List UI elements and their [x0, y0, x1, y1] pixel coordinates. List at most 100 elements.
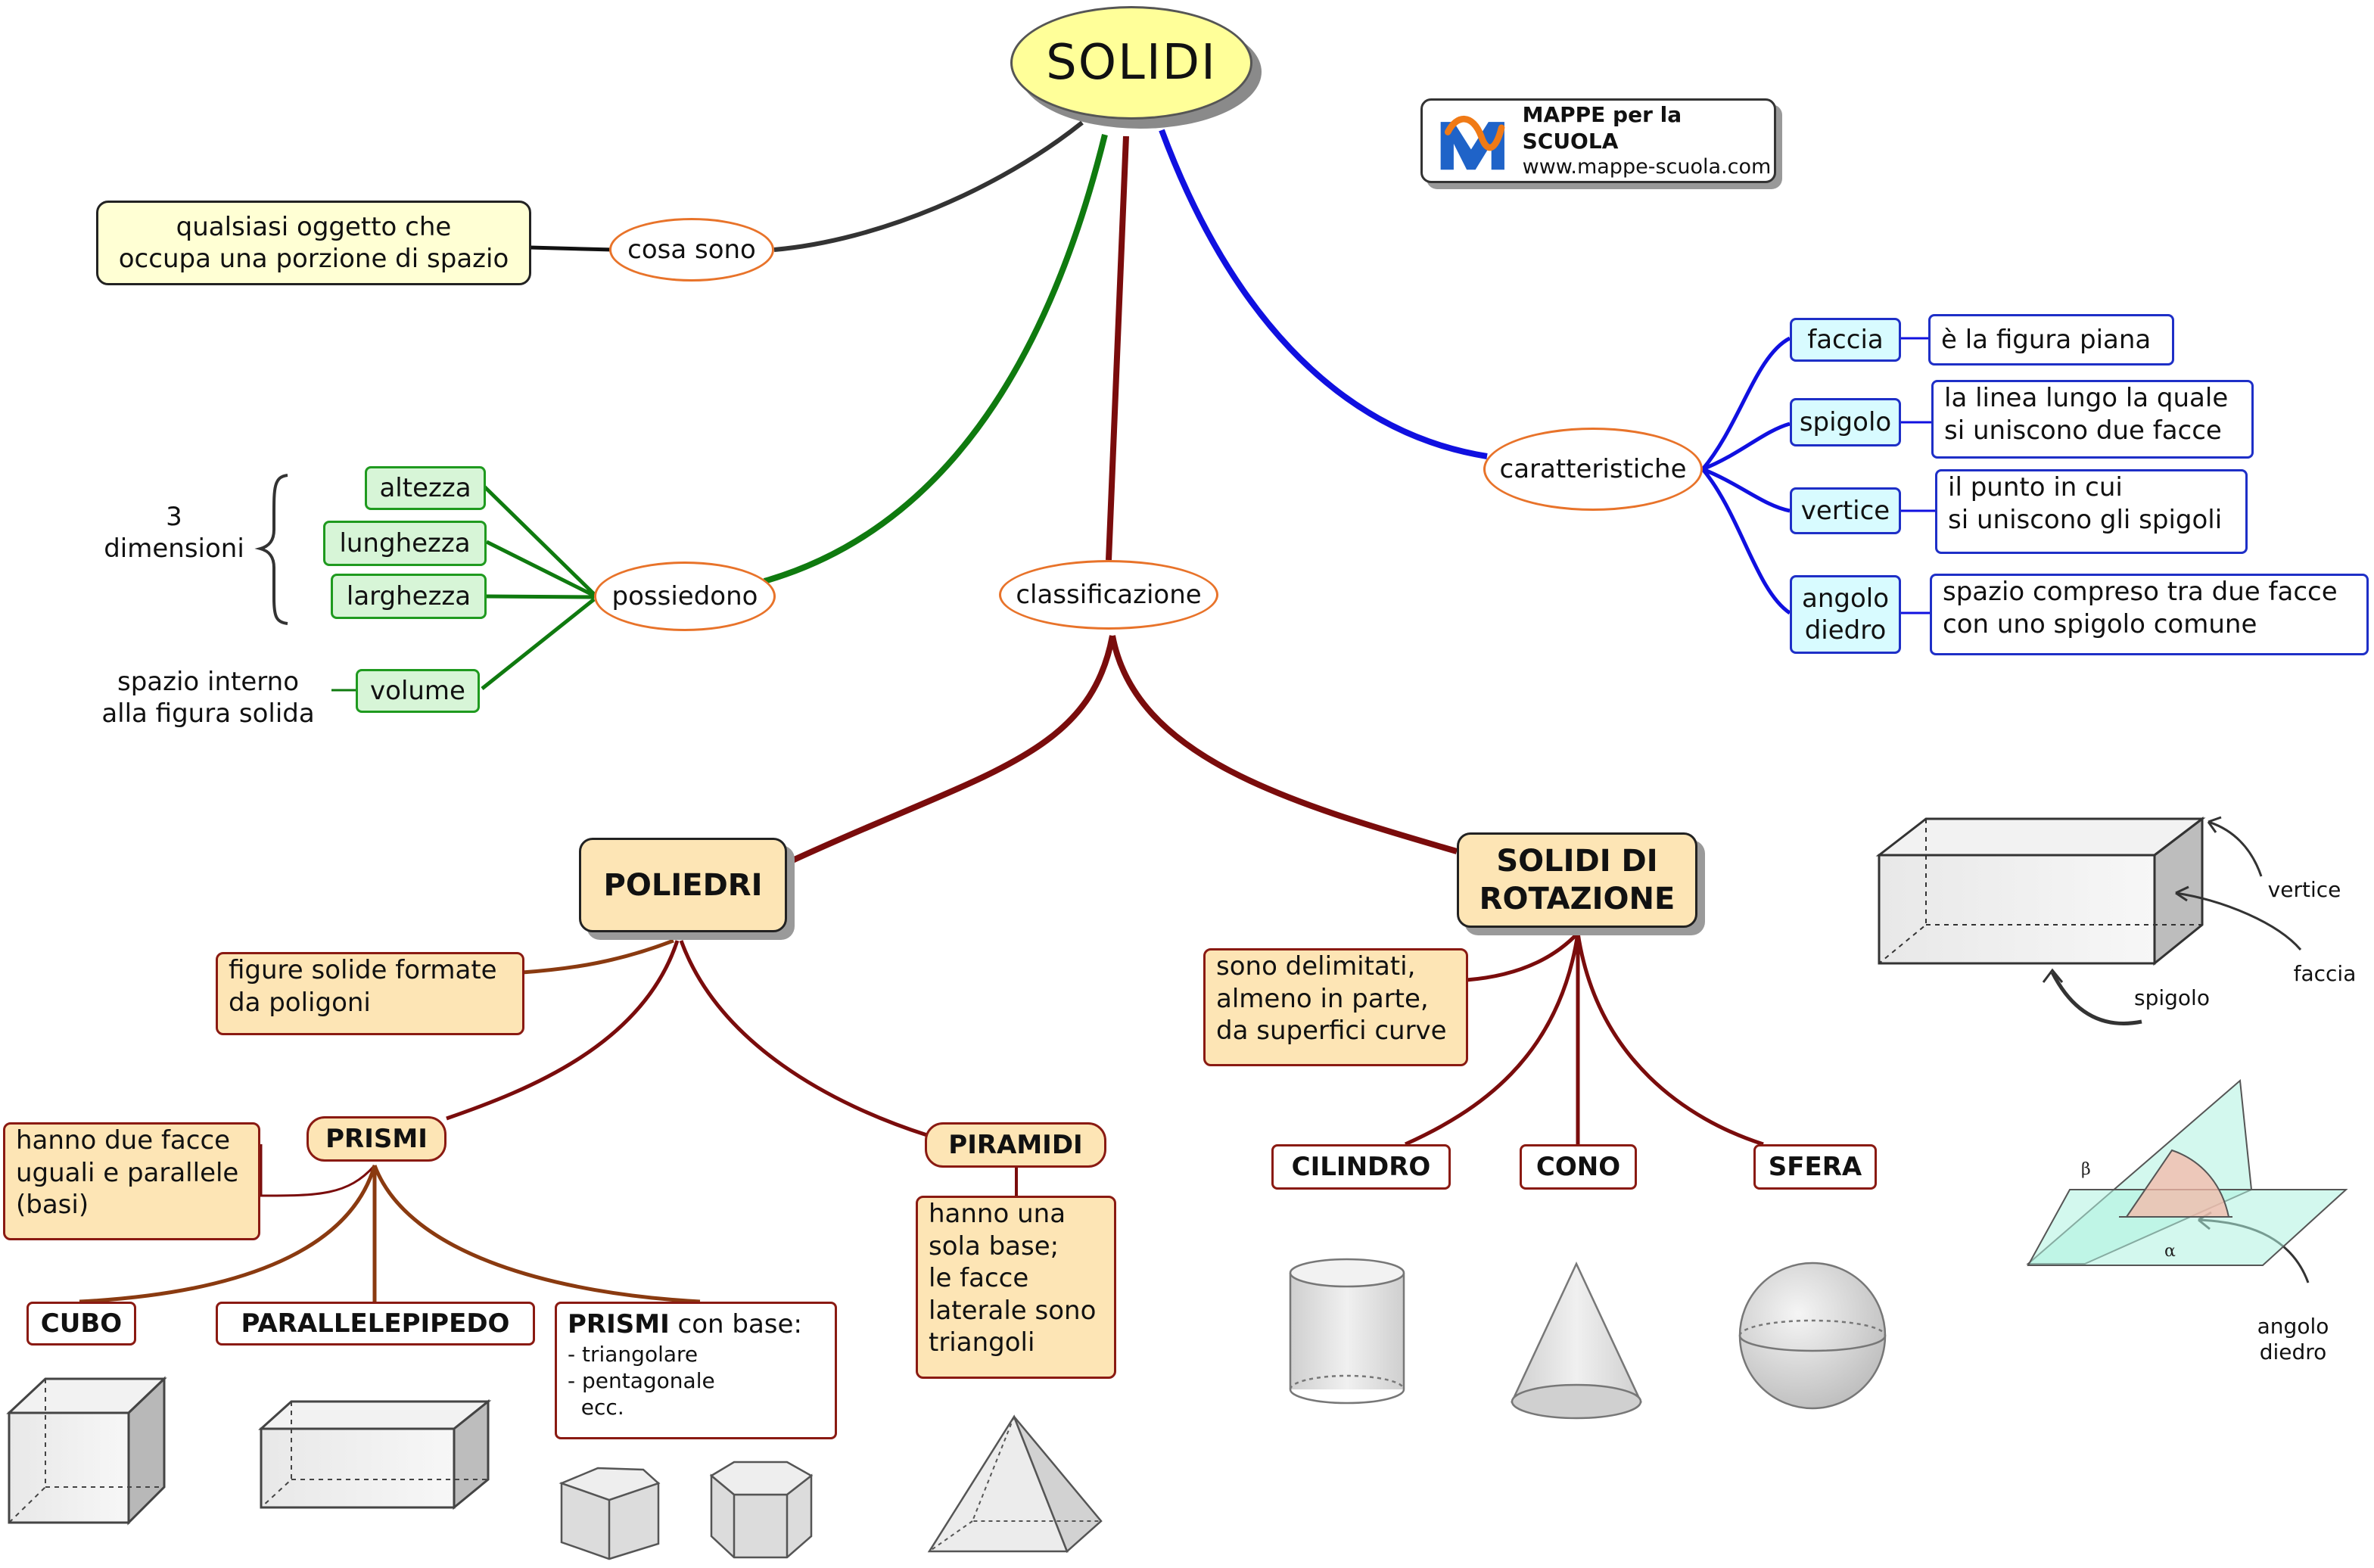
volume-note: spazio interno alla figura solida	[87, 661, 329, 734]
spigolo-desc[interactable]: la linea lungo la quale si uniscono due …	[1931, 380, 2254, 459]
volume-label: volume	[370, 675, 465, 706]
definition-line-1: qualsiasi oggetto che	[176, 211, 452, 242]
labelled-box-drawing	[1875, 816, 2206, 966]
volume-node[interactable]: volume	[356, 669, 480, 713]
volume-note-line-2: alla figura solida	[101, 698, 315, 729]
piramidi-desc[interactable]: hanno una sola base; le facce laterale s…	[916, 1196, 1116, 1379]
angolo-term-line-1: angolo	[1801, 583, 1889, 614]
cubo-node[interactable]: CUBO	[26, 1302, 136, 1346]
vertice-term[interactable]: vertice	[1790, 487, 1901, 534]
prismi-desc[interactable]: hanno due facce uguali e parallele (basi…	[3, 1122, 260, 1240]
sfera-node[interactable]: SFERA	[1753, 1144, 1877, 1190]
classificazione-node[interactable]: classificazione	[999, 560, 1218, 630]
prismi-con-base-node[interactable]: PRISMI con base: - triangolare - pentago…	[555, 1302, 837, 1439]
base-item-ecc: ecc.	[568, 1394, 624, 1420]
vertice-annotation-text: vertice	[2267, 876, 2341, 902]
rotazione-desc[interactable]: sono delimitati, almeno in parte, da sup…	[1203, 948, 1468, 1066]
poliedri-desc[interactable]: figure solide formate da poligoni	[216, 952, 524, 1035]
sphere-drawing	[1738, 1262, 1887, 1410]
root-title: SOLIDI	[1046, 35, 1217, 91]
rotazione-node[interactable]: SOLIDI DI ROTAZIONE	[1457, 832, 1697, 928]
prismi-label: PRISMI	[325, 1123, 428, 1154]
faccia-annotation-text: faccia	[2293, 960, 2357, 986]
piramidi-node[interactable]: PIRAMIDI	[925, 1122, 1106, 1168]
sfera-label: SFERA	[1768, 1151, 1862, 1182]
rotazione-label-line-2: ROTAZIONE	[1479, 882, 1675, 916]
vertice-annotation: vertice	[2259, 874, 2350, 904]
altezza-node[interactable]: altezza	[365, 466, 486, 510]
alpha-label: α	[2164, 1242, 2176, 1261]
rotazione-desc-line-1: sono delimitati,	[1216, 951, 1416, 982]
angolo-diedro-term[interactable]: angolo diedro	[1790, 575, 1901, 654]
volume-note-line-1: spazio interno	[117, 666, 299, 697]
angolo-diedro-desc[interactable]: spazio compreso tra due facce con uno sp…	[1930, 574, 2369, 655]
spigolo-desc-line-2: si uniscono due facce	[1944, 415, 2222, 446]
piramidi-desc-line-3: le facce	[929, 1263, 1029, 1293]
cylinder-drawing	[1289, 1258, 1405, 1405]
poliedri-desc-line-2: da poligoni	[229, 987, 371, 1018]
cubo-label: CUBO	[40, 1308, 123, 1339]
prismi-node[interactable]: PRISMI	[306, 1116, 446, 1162]
faccia-term-label: faccia	[1807, 324, 1884, 355]
cosa-sono-definition[interactable]: qualsiasi oggetto che occupa una porzion…	[96, 201, 531, 285]
caratteristiche-label: caratteristiche	[1499, 453, 1687, 484]
cone-drawing	[1511, 1262, 1642, 1420]
faccia-annotation: faccia	[2287, 958, 2363, 988]
mappe-scuola-logo[interactable]: MAPPE per la SCUOLA www.mappe-scuola.com	[1420, 98, 1776, 183]
piramidi-desc-line-5: triangoli	[929, 1327, 1035, 1358]
faccia-term[interactable]: faccia	[1790, 318, 1901, 362]
rotazione-desc-line-3: da superfici curve	[1216, 1016, 1447, 1046]
prismi-desc-line-2: uguali e parallele	[16, 1157, 239, 1188]
vertice-desc[interactable]: il punto in cui si uniscono gli spigoli	[1935, 469, 2248, 554]
classificazione-label: classificazione	[1016, 579, 1202, 610]
possiedono-node[interactable]: possiedono	[594, 562, 776, 631]
piramidi-desc-line-4: laterale sono	[929, 1295, 1097, 1326]
angolo-desc-line-2: con uno spigolo comune	[1943, 608, 2257, 639]
mappe-logo-icon	[1440, 116, 1505, 170]
prismi-desc-line-1: hanno due facce	[16, 1125, 231, 1156]
definition-line-2: occupa una porzione di spazio	[118, 244, 509, 274]
cilindro-node[interactable]: CILINDRO	[1271, 1144, 1451, 1190]
cono-node[interactable]: CONO	[1520, 1144, 1637, 1190]
cono-label: CONO	[1535, 1151, 1621, 1182]
possiedono-label: possiedono	[611, 580, 758, 611]
pentagonal-prism-drawing	[558, 1467, 661, 1560]
angolo-annotation-line-2: diedro	[2259, 1339, 2327, 1364]
prismi-con-base-rest: con base:	[669, 1309, 802, 1339]
vertice-desc-line-2: si uniscono gli spigoli	[1948, 504, 2223, 535]
logo-line1: MAPPE per la SCUOLA	[1522, 102, 1682, 154]
lunghezza-label: lunghezza	[339, 527, 471, 558]
poliedri-node[interactable]: POLIEDRI	[579, 838, 787, 932]
rotazione-desc-line-2: almeno in parte,	[1216, 983, 1429, 1014]
spigolo-annotation: spigolo	[2127, 982, 2217, 1013]
cube-drawing	[6, 1376, 167, 1526]
dimensions-note: 3 dimensioni	[91, 496, 257, 569]
faccia-desc[interactable]: è la figura piana	[1928, 314, 2174, 366]
parallelepipedo-label: PARALLELEPIPEDO	[241, 1308, 510, 1339]
spigolo-annotation-text: spigolo	[2134, 985, 2210, 1010]
cosa-sono-label: cosa sono	[627, 234, 756, 265]
base-item-triangolare: - triangolare	[568, 1341, 699, 1367]
altezza-label: altezza	[379, 472, 471, 503]
angolo-desc-line-1: spazio compreso tra due facce	[1943, 577, 2338, 607]
base-item-pentagonale: - pentagonale	[568, 1367, 715, 1393]
piramidi-desc-line-1: hanno una	[929, 1199, 1066, 1229]
spigolo-term[interactable]: spigolo	[1790, 398, 1901, 446]
lunghezza-node[interactable]: lunghezza	[323, 521, 487, 566]
root-topic[interactable]: SOLIDI	[1010, 6, 1252, 120]
dihedral-angle-drawing	[2026, 1078, 2348, 1266]
caratteristiche-node[interactable]: caratteristiche	[1483, 428, 1703, 511]
prismi-con-base-bold: PRISMI	[568, 1309, 670, 1339]
piramidi-desc-line-2: sola base;	[929, 1230, 1059, 1262]
dimensions-line-1: 3	[166, 501, 182, 532]
cosa-sono-node[interactable]: cosa sono	[609, 218, 774, 282]
angolo-annotation-line-1: angolo	[2257, 1314, 2329, 1339]
larghezza-node[interactable]: larghezza	[331, 574, 487, 619]
parallelepipedo-node[interactable]: PARALLELEPIPEDO	[216, 1302, 535, 1346]
cilindro-label: CILINDRO	[1291, 1151, 1431, 1182]
rotazione-label-line-1: SOLIDI DI	[1496, 844, 1658, 879]
spigolo-term-label: spigolo	[1799, 406, 1892, 437]
hexagonal-prism-drawing	[709, 1461, 814, 1559]
